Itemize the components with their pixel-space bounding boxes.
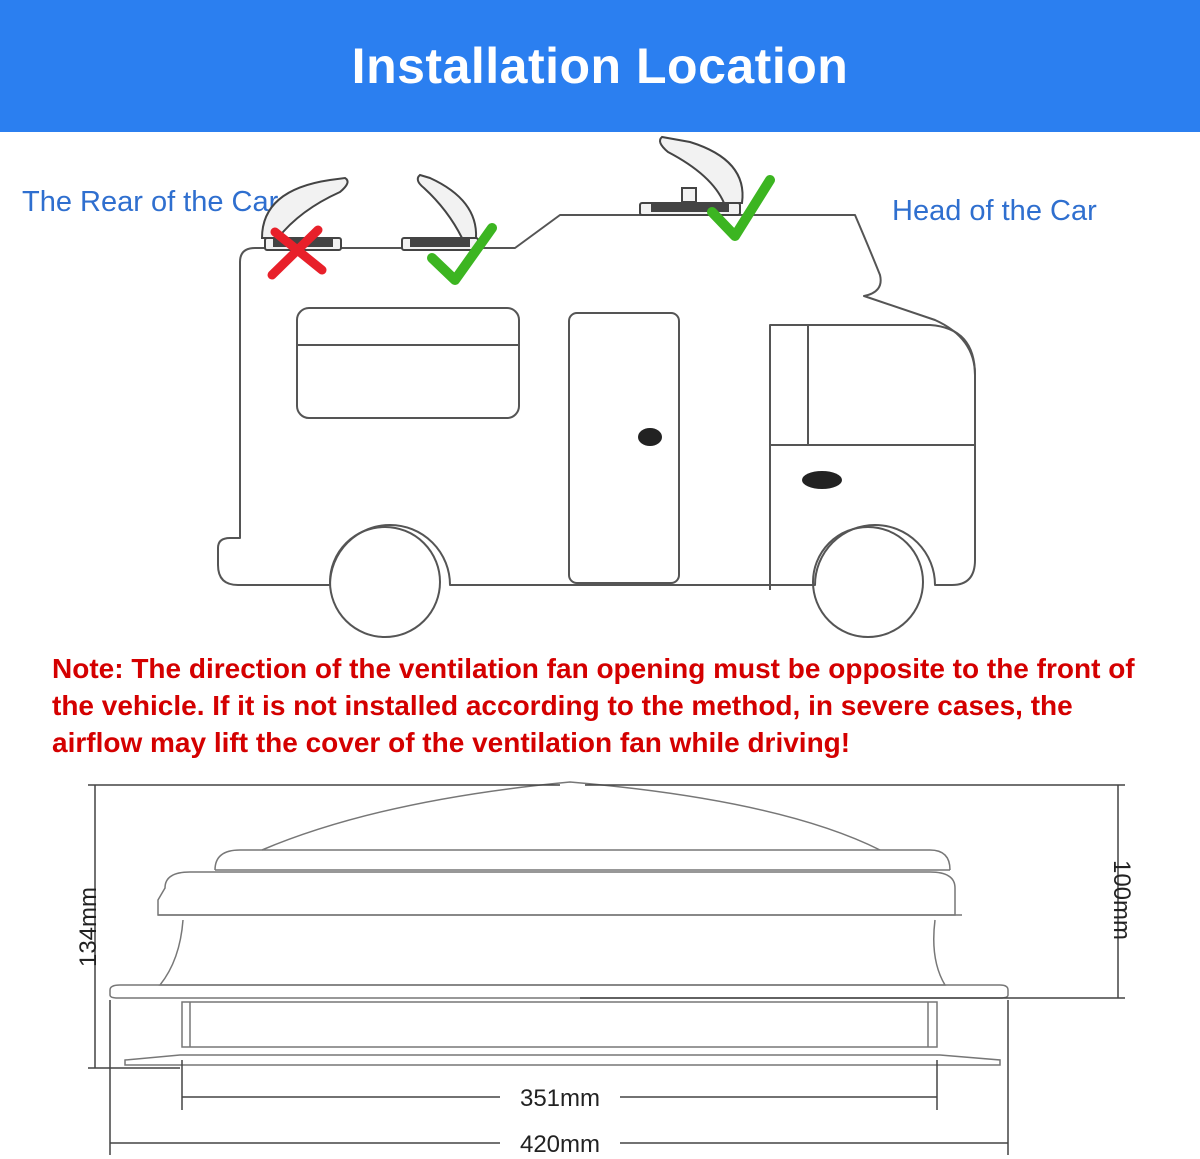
fan-flange [109,984,1009,999]
door-handle [638,428,662,446]
vent-middle-position [401,173,479,251]
installation-note: Note: The direction of the ventilation f… [52,653,1135,758]
motorhome-body [217,214,976,586]
entry-door [568,312,680,584]
page-title: Installation Location [351,38,849,94]
side-window [296,307,520,419]
check-icon [427,223,497,285]
head-of-car-label: Head of the Car [892,195,1097,227]
vent-front-position [639,135,744,216]
outer-width-label: 420mm [520,1131,600,1158]
fan-lid [157,871,956,916]
cab-handle [802,471,842,489]
rear-wheel [329,526,441,638]
motorhome-diagram [217,135,976,638]
height-total-label: 134mm [75,887,102,967]
title-banner: Installation Location [0,0,1200,132]
cross-icon [267,225,327,280]
cab-door [769,324,976,446]
fan-lower-body [181,1001,938,1048]
inner-width-label: 351mm [520,1085,600,1112]
rear-of-car-label: The Rear of the Car [22,186,279,218]
check-icon [707,175,775,241]
fan-dome [261,781,881,851]
front-wheel [812,526,924,638]
height-lid-label: 100mm [1108,860,1135,940]
